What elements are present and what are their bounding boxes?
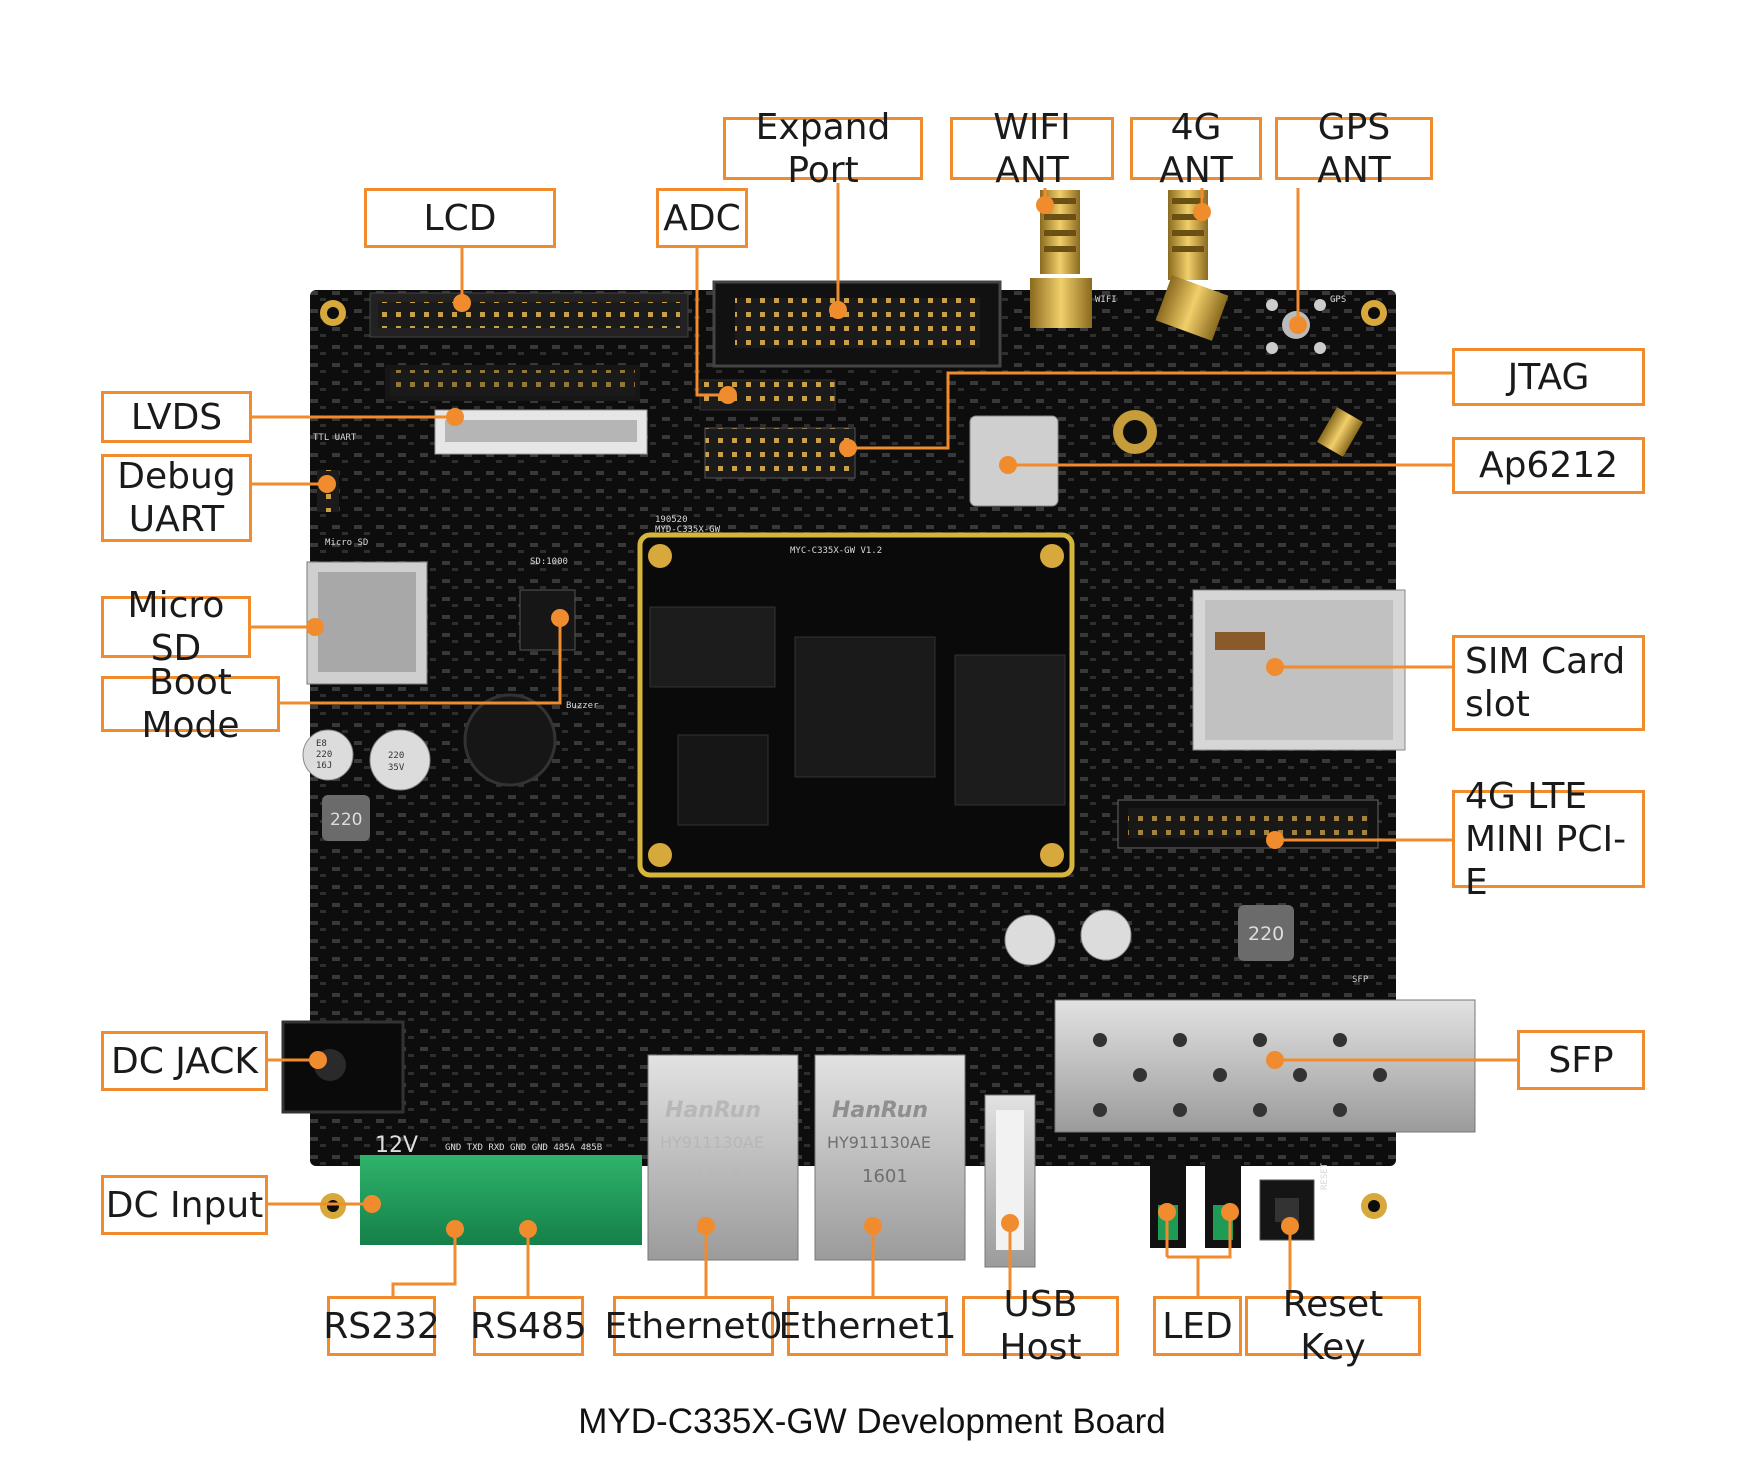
capacitor-volt-silk: 16J [316, 761, 332, 771]
reset-silk: RESET [1320, 1162, 1330, 1190]
callout-4g-lte-mini-pcie: 4G LTE MINI PCI-E [1452, 776, 1645, 903]
micro-sd-silk: Micro SD [325, 538, 368, 548]
rj45-brand-1: HanRun [832, 1098, 928, 1123]
inductor-left [322, 795, 370, 841]
callout-lvds: LVDS [101, 391, 252, 443]
capacitor-value-silk: 220 [316, 750, 332, 760]
callout-adc: ADC [656, 188, 748, 248]
rj45-part-0: HY911130AE [660, 1133, 764, 1152]
callout-ethernet0: Ethernet0 [605, 1296, 783, 1356]
callout-rs232: RS232 [323, 1296, 440, 1356]
board-label-silk: MYD-C335X-GW [655, 525, 721, 535]
capacitor-e8-silk: E8 [316, 739, 327, 749]
sfp-silk: SFP [1352, 975, 1369, 985]
callout-4g-ant: 4G ANT [1130, 107, 1262, 191]
wifi-silk: WIFI [1095, 295, 1117, 305]
callout-wifi-ant: WIFI ANT [950, 107, 1114, 191]
rj45-part-1: HY911130AE [827, 1133, 931, 1152]
inductor-left-label: 220 [330, 810, 362, 830]
callout-sim-card-slot: SIM Card slot [1452, 635, 1645, 731]
callout-rs485: RS485 [470, 1296, 587, 1356]
callout-gps-ant: GPS ANT [1275, 107, 1433, 191]
callout-ethernet1: Ethernet1 [779, 1296, 957, 1356]
module-label: MYC-C335X-GW V1.2 [790, 546, 882, 556]
callout-debug-uart: Debug UART [101, 454, 252, 542]
rj45-code-1: 1601 [862, 1166, 908, 1187]
callout-dc-input: DC Input [101, 1175, 268, 1235]
gps-silk: GPS [1330, 295, 1346, 305]
capacitor-volt-d8-silk: 35V [388, 763, 405, 773]
callout-usb-host: USB Host [962, 1284, 1119, 1368]
ttl-uart-silk: TTL UART [313, 433, 357, 443]
date-code: 190520 [655, 515, 688, 525]
4g-antenna-connector [1155, 190, 1229, 341]
inductor-right [1238, 905, 1294, 961]
callout-reset-key: Reset Key [1245, 1284, 1421, 1368]
sd-label-silk: SD:1000 [530, 557, 568, 567]
boot-mode-switch [519, 589, 576, 651]
voltage-silk: 12V [375, 1133, 418, 1158]
figure-caption: MYD-C335X-GW Development Board [578, 1402, 1166, 1441]
buzzer [463, 693, 557, 787]
leader-lines [251, 183, 1522, 1300]
buzzer-silk: Buzzer [566, 701, 599, 711]
callout-jtag: JTAG [1452, 348, 1645, 406]
callout-led: LED [1153, 1296, 1242, 1356]
callout-micro-sd: Micro SD [101, 585, 251, 669]
inductor-right-label: 220 [1248, 923, 1284, 945]
callout-ap6212: Ap6212 [1452, 437, 1645, 494]
serial-terminal [440, 1155, 642, 1245]
rj45-code-0: 1828 [695, 1166, 741, 1187]
rj45-ethernet0 [647, 1054, 799, 1261]
callout-sfp: SFP [1517, 1030, 1645, 1090]
rj45-brand-0: HanRun [665, 1098, 761, 1123]
callout-boot-mode: Boot Mode [101, 662, 280, 746]
callout-dc-jack: DC JACK [101, 1031, 268, 1091]
rj45-ethernet1 [814, 1054, 966, 1261]
callout-lcd: LCD [364, 188, 556, 248]
capacitor-value-d8-silk: 220 [388, 751, 404, 761]
jtag-header [704, 427, 856, 479]
callout-expand-port: Expand Port [723, 107, 923, 191]
terminal-silk: GND TXD RXD GND GND 485A 485B [445, 1143, 602, 1153]
capacitors [302, 729, 1132, 966]
leader-dots [306, 196, 1307, 1238]
